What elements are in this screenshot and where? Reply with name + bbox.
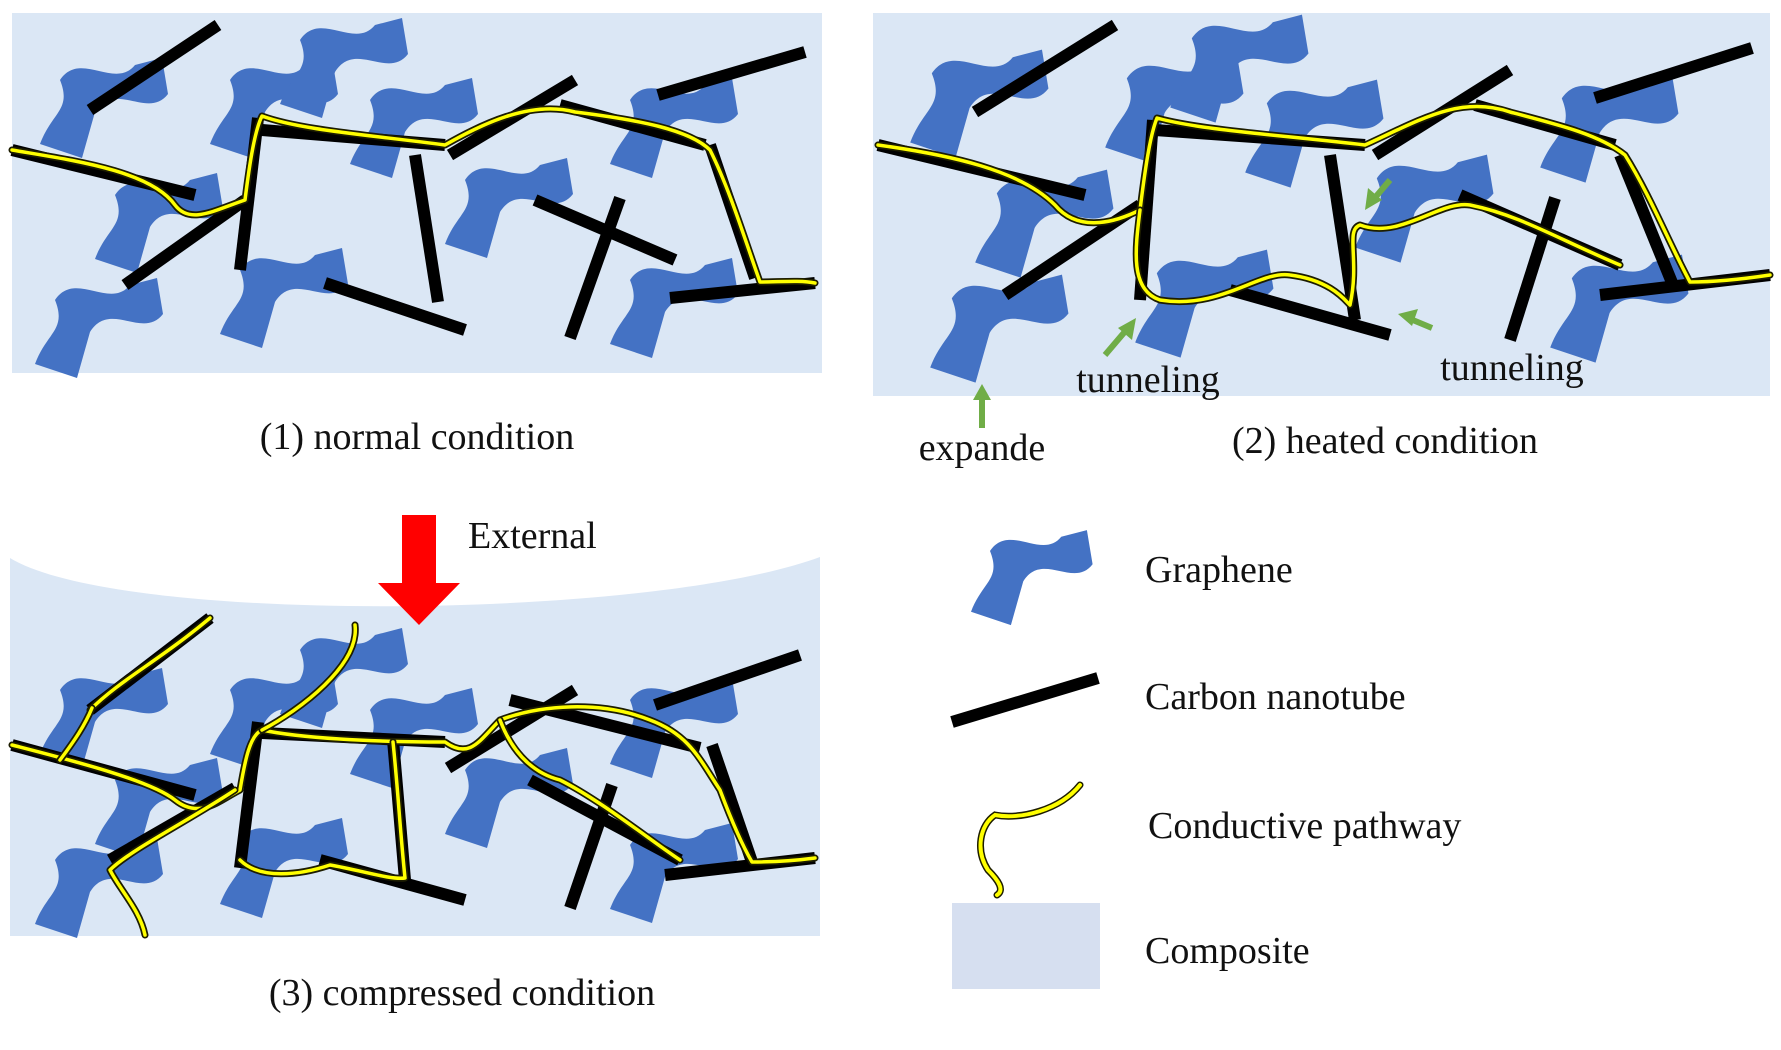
carbon-nanotube-icon [971, 19, 1119, 118]
panel-compressed: External [8, 515, 820, 1014]
caption-heated: (2) heated condition [1232, 420, 1538, 462]
external-force-label: External [468, 515, 597, 557]
carbon-nanotube-icon [1593, 42, 1754, 104]
carbon-nanotube-icon [409, 154, 444, 303]
legend-label-cnt: Carbon nanotube [1145, 676, 1406, 718]
expand-label: expande [919, 427, 1046, 469]
carbon-nanotube-icon [653, 649, 802, 711]
green-arrow-icon [1398, 309, 1434, 331]
carbon-nanotube-icon [234, 721, 264, 869]
green-arrow-icon [973, 384, 991, 428]
conductive-pathway [8, 105, 819, 287]
composite-swatch-icon [952, 903, 1100, 989]
tunneling-label-left: tunneling [1076, 359, 1220, 401]
legend-item-composite: Composite [952, 903, 1310, 989]
legend: Graphene Carbon nanotube Conductive path… [950, 530, 1461, 989]
legend-label-graphene: Graphene [1145, 549, 1293, 591]
tunneling-arrows [973, 178, 1434, 428]
carbon-nanotube-icon [950, 672, 1100, 728]
legend-label-composite: Composite [1145, 930, 1310, 972]
tunneling-label-right: tunneling [1440, 347, 1584, 389]
panel-normal: (1) normal condition [8, 13, 822, 458]
carbon-nanotube-icon [1504, 196, 1561, 342]
green-arrow-icon [1365, 178, 1393, 210]
caption-normal: (1) normal condition [260, 416, 574, 458]
legend-label-pathway: Conductive pathway [1148, 805, 1461, 847]
carbon-nanotube-icon [86, 20, 222, 115]
external-force-arrow-icon [378, 515, 460, 625]
green-arrow-icon [1102, 318, 1136, 357]
carbon-nanotube-icon [656, 46, 807, 101]
graphene-flake-icon [971, 530, 1093, 626]
carbon-nanotube-icon [1228, 284, 1392, 341]
carbon-nanotube-icon [444, 684, 579, 774]
carbon-nanotube-icon [121, 195, 249, 290]
carbon-nanotube-icon [564, 195, 626, 341]
caption-compressed: (3) compressed condition [269, 972, 655, 1014]
carbon-nanotube-icon [1614, 152, 1681, 293]
conductive-pathway [874, 102, 1774, 309]
legend-item-pathway: Conductive pathway [977, 781, 1461, 899]
carbon-nanotube-icon [669, 277, 816, 304]
legend-item-cnt: Carbon nanotube [950, 672, 1406, 728]
conductive-pathway [8, 614, 819, 939]
panel-heated: tunneling tunneling expande (2) heated c… [873, 13, 1774, 469]
legend-item-graphene: Graphene [971, 530, 1293, 626]
carbon-nanotube-icon [323, 277, 467, 336]
